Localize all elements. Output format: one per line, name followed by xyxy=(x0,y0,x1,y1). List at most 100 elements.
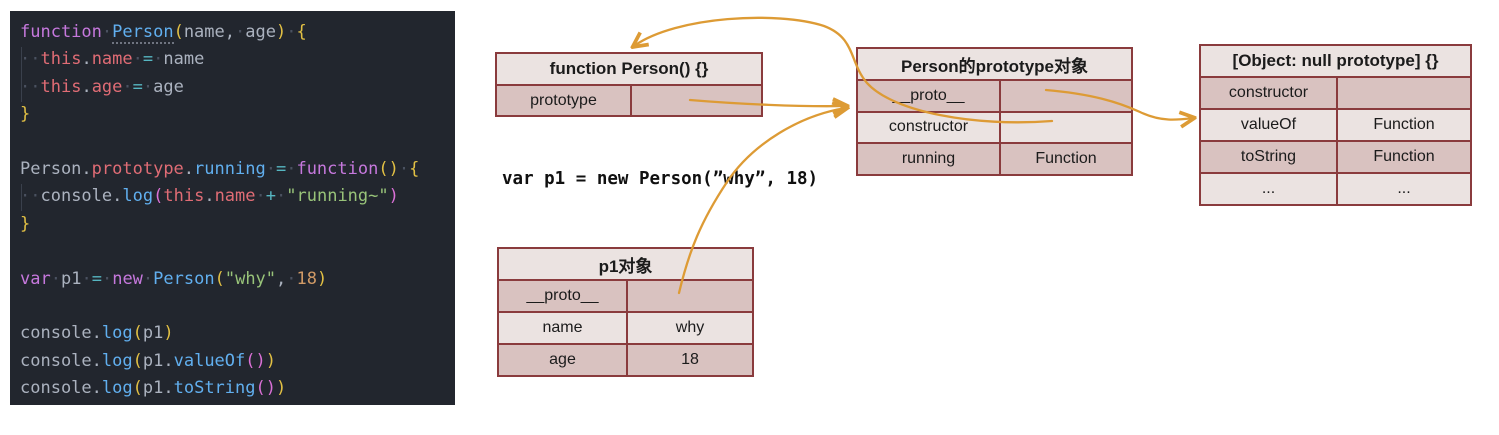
code-token: · xyxy=(81,268,92,289)
code-token: p1 xyxy=(60,268,82,289)
code-line: console.log(p1) xyxy=(20,320,455,347)
code-token: · xyxy=(132,49,143,70)
code-line: ··this.name·=·name xyxy=(20,46,455,73)
code-token: . xyxy=(163,378,174,399)
code-token: function xyxy=(296,158,379,179)
code-token: age xyxy=(91,76,123,97)
code-line: ··this.age·=·age xyxy=(20,74,455,101)
table-row: prototype xyxy=(497,84,761,115)
table-row: running Function xyxy=(858,142,1131,174)
code-token: . xyxy=(81,76,92,97)
code-token: name xyxy=(183,22,225,42)
code-token: · xyxy=(50,268,61,289)
code-token: "why" xyxy=(224,268,277,289)
code-editor[interactable]: function·Person(name,·age)·{··this.name·… xyxy=(10,11,455,405)
table-cell-value: Function xyxy=(1035,149,1097,167)
table-title: function Person() {} xyxy=(497,54,761,84)
code-token: ) xyxy=(276,378,287,399)
code-token: console xyxy=(20,378,92,399)
code-token: p1 xyxy=(142,378,164,399)
code-token: () xyxy=(378,158,399,179)
code-token: ) xyxy=(163,323,174,344)
code-token: this xyxy=(163,186,205,207)
code-token: , xyxy=(276,268,287,289)
code-token: + xyxy=(265,186,277,207)
table-row: valueOf Function xyxy=(1201,108,1470,140)
code-token: name xyxy=(163,49,205,70)
table-cell-label: valueOf xyxy=(1201,110,1338,140)
table-cell-label: running xyxy=(858,144,1001,174)
code-token: name xyxy=(91,49,133,70)
table-cell-value: why xyxy=(675,319,705,336)
code-token: . xyxy=(112,186,123,207)
indent-guide xyxy=(21,184,22,211)
code-token: console xyxy=(20,323,92,344)
table-title: [Object: null prototype] {} xyxy=(1201,46,1470,76)
code-token: ) xyxy=(265,350,277,371)
table-cell-label: __proto__ xyxy=(858,81,1001,111)
code-token: name xyxy=(214,186,256,207)
code-token: ) xyxy=(317,268,328,289)
code-token: ·· xyxy=(20,186,41,207)
code-line: Person.prototype.running·=·function()·{ xyxy=(20,156,455,183)
code-token: } xyxy=(20,104,31,125)
code-token: · xyxy=(286,22,297,42)
code-token: · xyxy=(122,76,133,97)
table-cell-label: name xyxy=(499,313,628,343)
code-token: ( xyxy=(255,378,266,399)
code-line: ··console.log(this.name·+·"running~") xyxy=(20,183,455,210)
table-title: p1对象 xyxy=(499,249,752,279)
code-token: · xyxy=(276,186,287,207)
code-token: · xyxy=(286,268,297,289)
table-cell-value xyxy=(632,86,761,115)
table-cell-value: Function xyxy=(1373,148,1435,165)
code-token: = xyxy=(132,76,143,97)
table-cell-value: ... xyxy=(1397,180,1411,197)
code-token: . xyxy=(183,158,195,179)
code-token: ) xyxy=(265,378,276,399)
table-cell-label: constructor xyxy=(858,112,1001,143)
code-token: · xyxy=(265,158,276,179)
code-token: age xyxy=(245,22,276,42)
code-token: ( xyxy=(132,350,143,371)
table-cell-value xyxy=(1001,113,1131,143)
table-cell-label: constructor xyxy=(1201,78,1338,108)
code-token: function xyxy=(20,22,102,42)
code-token: ( xyxy=(132,323,143,344)
table-cell-label: prototype xyxy=(497,86,632,115)
code-token: ) xyxy=(388,186,399,207)
table-cell-label: ... xyxy=(1201,174,1338,204)
code-token: new xyxy=(112,268,143,289)
code-token: p1 xyxy=(142,323,164,344)
code-token: , xyxy=(224,22,236,42)
code-token: · xyxy=(153,49,164,70)
table-function-person: function Person() {}prototype xyxy=(495,52,763,117)
table-row: name why xyxy=(499,311,752,343)
code-line xyxy=(20,129,455,156)
code-token: ( xyxy=(132,378,143,399)
code-token: log xyxy=(101,378,133,399)
code-token: = xyxy=(142,49,154,70)
code-token: ( xyxy=(245,350,256,371)
code-token: var xyxy=(20,268,51,289)
code-token: log xyxy=(101,323,133,344)
code-token: Person xyxy=(153,268,215,289)
table-cell-label: toString xyxy=(1201,142,1338,172)
code-line: console.log(p1.valueOf()) xyxy=(20,348,455,375)
code-token: age xyxy=(153,76,184,97)
table-cell-value: Function xyxy=(1373,116,1435,133)
code-token: 18 xyxy=(296,268,318,289)
code-token: . xyxy=(81,158,92,179)
code-token: · xyxy=(235,22,246,42)
code-line xyxy=(20,293,455,320)
code-token: . xyxy=(91,323,102,344)
code-token: running xyxy=(194,158,266,179)
code-line: var·p1·=·new·Person("why",·18) xyxy=(20,266,455,293)
code-token: p1 xyxy=(142,350,164,371)
code-token: Person xyxy=(112,22,174,44)
code-line: console.log(p1.toString()) xyxy=(20,375,455,402)
